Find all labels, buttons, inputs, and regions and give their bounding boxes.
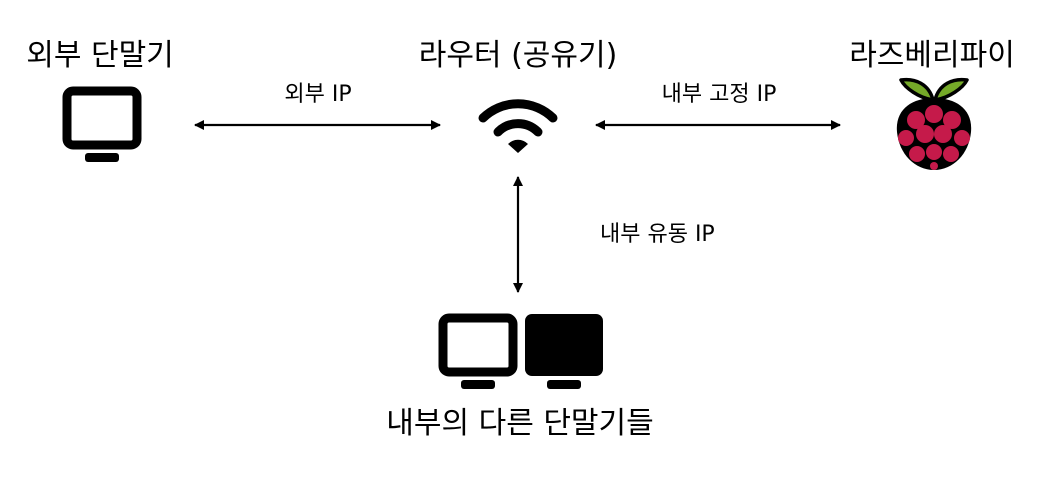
monitor-outline-icon xyxy=(62,86,142,162)
monitor-filled-icon xyxy=(525,314,603,389)
external-ip-label: 외부 IP xyxy=(284,82,352,107)
raspberry-pi-logo xyxy=(896,77,972,170)
internal-dynamic-ip-label: 내부 유동 IP xyxy=(600,222,715,247)
external-terminal-label: 외부 단말기 xyxy=(26,38,174,73)
monitor-outline-icon xyxy=(438,313,518,389)
wifi-icon xyxy=(478,99,558,153)
raspberry-pi-label: 라즈베리파이 xyxy=(849,38,1015,73)
internal-terminals-label: 내부의 다른 단말기들 xyxy=(386,406,654,441)
internal-static-ip-label: 내부 고정 IP xyxy=(661,82,777,107)
router-label: 라우터 (공유기) xyxy=(418,38,618,73)
